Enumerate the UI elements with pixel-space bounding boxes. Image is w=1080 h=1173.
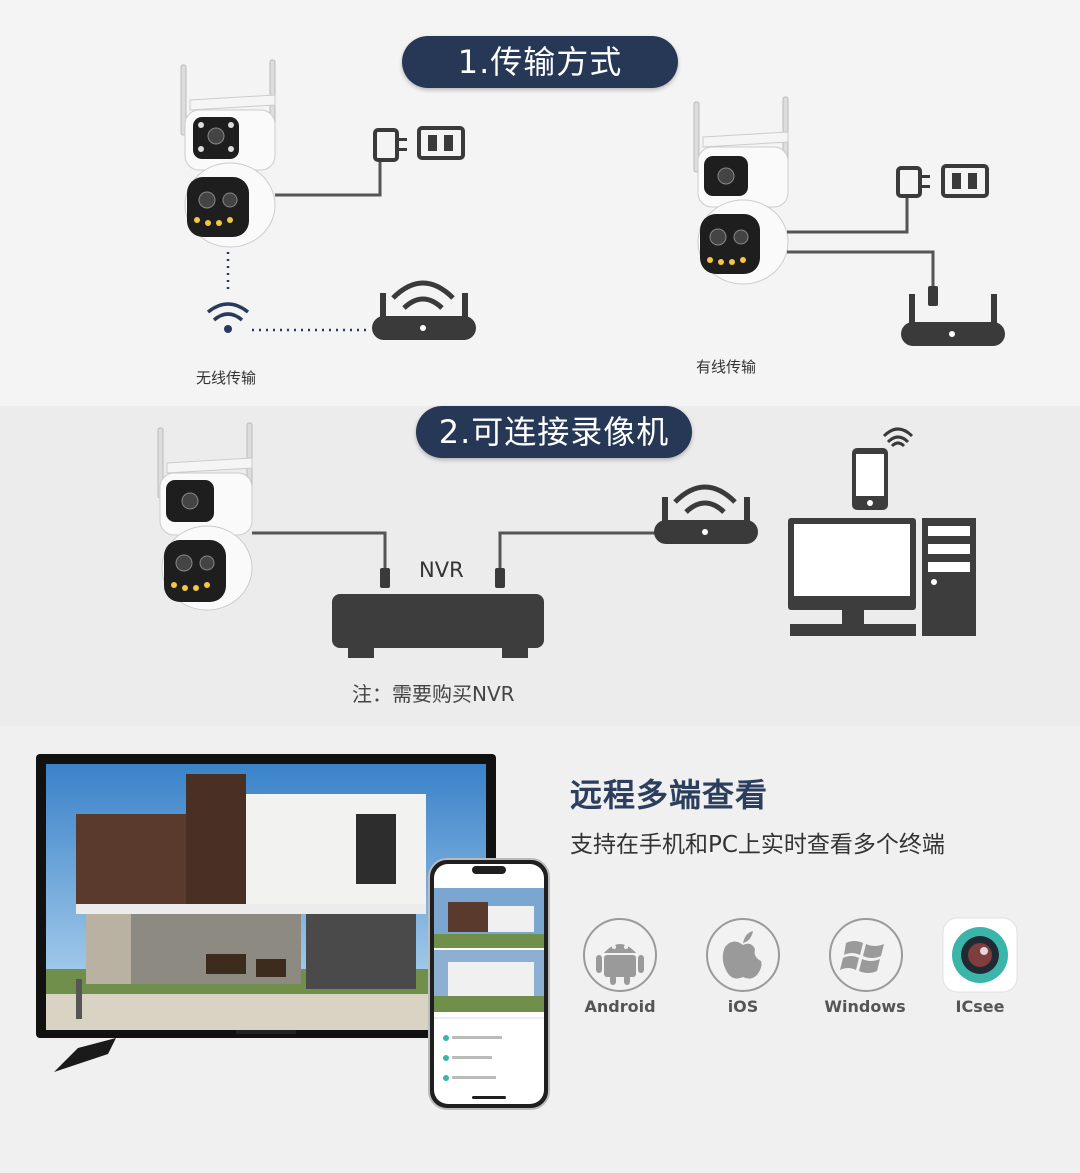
router-icon: [372, 280, 476, 340]
platform-label-android: Android: [584, 997, 656, 1016]
wireless-link: [206, 252, 368, 333]
desktop-computer-icon: [788, 518, 976, 636]
windows-icon: [829, 918, 903, 992]
wired-caption: 有线传输: [696, 358, 757, 376]
apple-icon: [706, 918, 780, 992]
power-cable: [275, 128, 407, 197]
platform-label-ios: iOS: [727, 997, 759, 1016]
tv-monitor: [36, 754, 496, 1072]
remote-view-headline: 远程多端查看: [570, 776, 769, 814]
power-cable: [787, 166, 938, 306]
router-icon: [654, 484, 758, 544]
android-icon: [583, 918, 657, 992]
router-icon: [901, 294, 1005, 346]
power-socket-icon: [417, 126, 465, 160]
nvr-device-icon: [332, 594, 544, 658]
platform-label-windows: Windows: [824, 997, 906, 1016]
camera-illustration: [157, 422, 253, 611]
platform-label-icsee: ICsee: [955, 997, 1005, 1016]
smartphone-app-mockup: [428, 858, 550, 1110]
nvr-label: NVR: [419, 558, 464, 582]
nvr-cables: [252, 531, 660, 588]
power-socket-icon: [941, 164, 989, 198]
section2-title: 2.可连接录像机: [416, 406, 692, 458]
camera-illustration: [180, 59, 276, 248]
smartphone-icon: [852, 427, 914, 510]
wireless-caption: 无线传输: [196, 369, 257, 387]
icsee-app-icon: [942, 917, 1018, 993]
nvr-note: 注：需要购买NVR: [352, 682, 515, 706]
remote-view-subline: 支持在手机和PC上实时查看多个终端: [570, 832, 945, 858]
section1-title: 1.传输方式: [402, 36, 678, 88]
camera-illustration: [693, 96, 789, 285]
